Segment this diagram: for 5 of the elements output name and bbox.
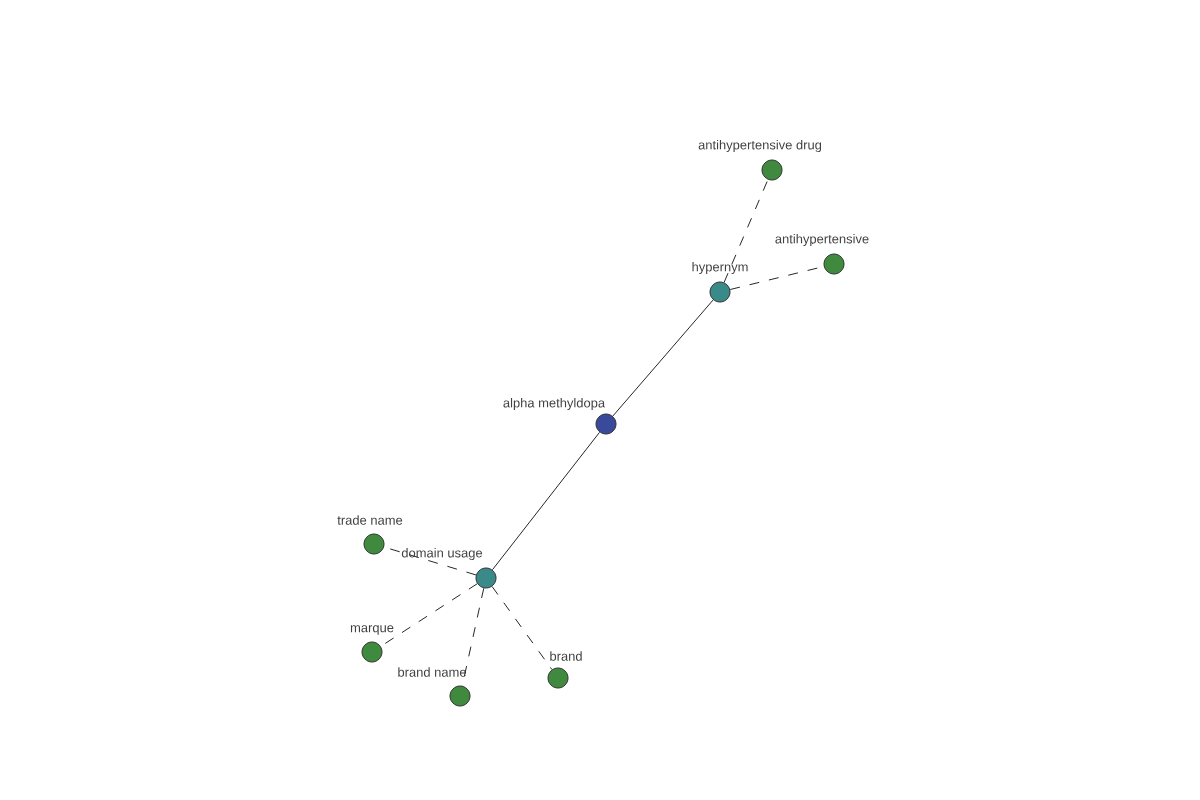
- connector-line: [612, 299, 714, 417]
- connector-line: [380, 583, 478, 647]
- connector-line: [723, 179, 769, 283]
- connector-line: [491, 431, 601, 571]
- connector-line: [491, 586, 553, 670]
